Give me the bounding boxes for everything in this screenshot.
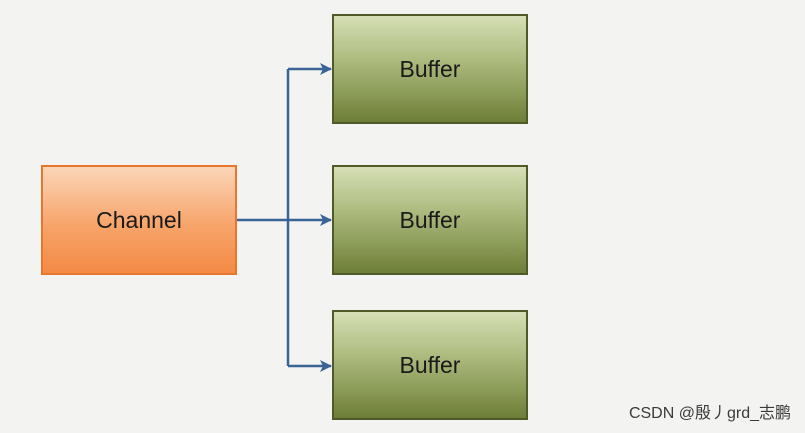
- buffer-node-3: Buffer: [332, 310, 528, 420]
- channel-label: Channel: [96, 206, 182, 233]
- buffer-label-1: Buffer: [399, 55, 461, 82]
- buffer-node-2: Buffer: [332, 165, 528, 275]
- buffer-label-2: Buffer: [399, 206, 461, 233]
- watermark-text: CSDN @殷丿grd_志鹏: [628, 405, 791, 422]
- channel-node: Channel: [41, 165, 237, 275]
- buffer-node-1: Buffer: [332, 14, 528, 124]
- buffer-label-3: Buffer: [399, 351, 461, 378]
